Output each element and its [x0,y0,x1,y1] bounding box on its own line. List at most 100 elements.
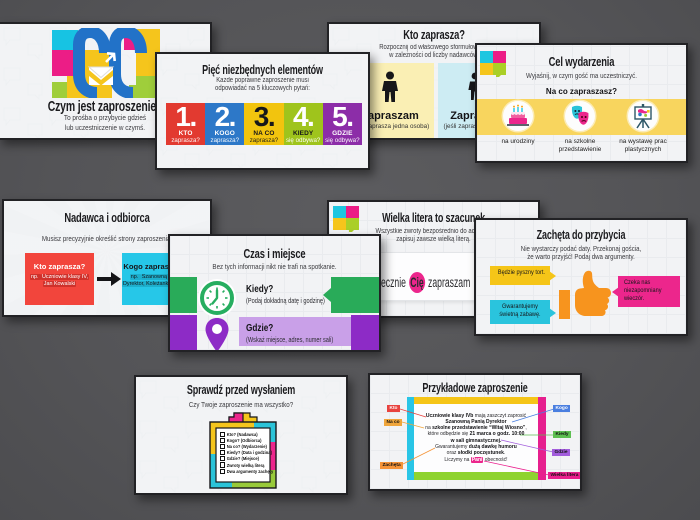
slide4-title: Cel wydarzenia [548,53,615,69]
element-kto: 1. KTO zaprasza? [166,102,206,145]
receiver-head: Kogo zapraszasz? [123,262,190,271]
argument-bubble-wieczor: Czeka nas niezapomniany wieczór. [612,276,680,307]
argument-bubble-zabawa: Gwarantujemy świetną zabawę. [490,300,556,324]
speech-bubbles-logo [333,206,359,232]
slide-czym-jest-zaproszenie[interactable]: Czym jest zaproszenie? To prośba o przyb… [0,22,212,140]
speech-bubbles-logo [480,51,506,77]
tag-kogo: Kogo [553,405,571,412]
slide-zacheta[interactable]: Zachęta do przybycia Nie wystarczy podać… [474,218,688,336]
slide4-subtitle: Wyjaśnij, w czym gość ma uczestniczyć. [526,70,637,80]
kiedy-head: Kiedy? [246,283,274,295]
slide-czas-miejsce[interactable]: Czas i miejsce Bez tych informacji nikt … [168,234,381,352]
receiver-example: np. Szanowną Panią Dyrektor, Koleżanki i… [122,274,194,287]
checklist-item: Kto? (Nadawca) [220,431,268,437]
cie-highlight: Cię [408,272,425,293]
option-label: na urodziny [501,138,535,145]
slide9-subtitle: Czy Twoje zaproszenie ma wszystko? [188,400,294,409]
option-label: na szkolne przedstawienie [558,138,602,153]
invitation-text: Uczniowie klasy IVb mają zaszczyt zapros… [425,412,527,463]
birthday-cake-icon [503,101,533,131]
checklist-item: Zwroty wielką literą [220,462,268,468]
gdzie-row-text: Gdzie? (Wskaż miejsce, adres, numer sali… [246,322,358,344]
option-wystawa: na wystawę prac plastycznych [611,101,675,153]
five-elements-row: 1. KTO zaprasza? 2. KOGO zaprasza? 3. NA… [166,102,362,145]
invitation-checklist: Kto? (Nadawca) Kogo? (Odbiorca) Na co? (… [220,431,273,474]
zapraszam-note: (jeśli zaprasza jedna osoba) [350,123,430,130]
sender-box: Kto zaprasza? np. Uczniowie klasy IV, Ja… [25,253,94,305]
card-border-bottom [414,472,538,480]
checklist-item: Na co? (Wydarzenie) [220,443,268,450]
thumbs-up-icon [556,269,612,321]
single-person-icon [382,71,398,102]
envelope-icon [87,52,116,86]
argument-bubble-tort: Będzie pyszny tort. [490,266,556,285]
kiedy-note: (Podaj dokładną datę i godzinę) [246,296,325,305]
card-border-top [414,397,538,404]
slide-cel-wydarzenia[interactable]: Cel wydarzenia Wyjaśnij, w czym gość ma … [475,43,688,163]
lavender-band [239,317,351,346]
slide2-title: Pięć niezbędnych elementów [202,63,323,77]
slide4-question: Na co zapraszasz? [545,87,618,96]
slide-przyklad[interactable]: Przykładowe zaproszenie Uczniowie klasy … [368,373,582,491]
example-sentence: Serdecznie Cię zapraszam [350,272,484,293]
checkbox-icon [220,443,226,450]
checkbox-icon [220,431,226,437]
checkbox-icon [220,456,226,462]
tag-gdzie: Gdzie [552,449,571,456]
option-urodziny: na urodziny [486,101,550,146]
purple-band-left [170,315,197,350]
sender-head: Kto zaprasza? [33,262,86,271]
element-naco: 3. NA CO zaprasza? [244,102,284,145]
location-pin-icon [201,316,233,350]
quotes-envelope-art [52,28,160,98]
element-kiedy: 4. KIEDY się odbywa? [283,102,323,145]
element-gdzie: 5. GDZIE się odbywa? [322,102,362,145]
tag-kiedy: Kiedy [553,431,572,438]
easel-painting-icon [628,101,658,131]
pani-highlight: Pani [470,456,484,463]
slide6-title: Czas i miejsce [243,245,306,261]
slide-sprawdz[interactable]: Sprawdź przed wysłaniem Czy Twoje zapros… [134,375,348,495]
checkbox-icon [220,450,226,456]
purple-band-right [351,315,379,350]
checklist-item: Kogo? (Odbiorca) [220,437,268,443]
slide-piec-elementow[interactable]: Pięć niezbędnych elementów Każde poprawn… [155,52,370,170]
checklist-item: Gdzie? (Miejsce) [220,456,268,462]
checklist-item: Kiedy? (Data i godzina) [220,450,272,456]
tag-zacheta: Zachęta [380,462,404,469]
quote-marks-shape [73,28,147,98]
slide2-subtitle: Każde poprawne zaproszenie musi odpowiad… [215,76,310,93]
checkbox-icon [220,468,226,474]
kiedy-row-text: Kiedy? (Podaj dokładną datę i godzinę) [246,283,347,305]
sender-example: np. Uczniowie klasy IV, Jan Kowalski [30,274,89,287]
slide10-title: Przykładowe zaproszenie [422,380,528,395]
tag-naco: Na co [384,419,403,426]
card-border-right [538,397,546,480]
green-band-left [170,277,197,313]
slide3-title: Kto zaprasza? [403,27,465,42]
slide8-title: Zachęta do przybycia [536,228,626,242]
slide8-subtitle: Nie wystarczy podać daty. Przekonaj gośc… [520,243,642,262]
gdzie-head: Gdzie? [246,322,274,334]
slide9-title: Sprawdź przed wysłaniem [186,383,296,397]
checkbox-icon [220,437,226,443]
arrow-right-icon [97,272,121,286]
slide3-subtitle: Rozpocznij od właściwego sformułowania w… [379,43,489,60]
zapraszam-word: Zapraszam [361,110,419,122]
slide6-subtitle: Bez tych informacji nikt nie trafi na sp… [212,261,337,271]
element-kogo: 2. KOGO zaprasza? [205,102,245,145]
green-band-right [331,277,379,313]
option-przedstawienie: na szkolne przedstawienie [548,101,612,153]
checkbox-icon [220,462,226,468]
option-label: na wystawę prac plastycznych [619,138,667,153]
green-band-tail [323,288,331,302]
gdzie-note: (Wskaż miejsce, adres, numer sali) [246,335,334,344]
slide5-title: Nadawca i odbiorca [64,210,150,225]
tag-kto: Kto [387,405,400,412]
slide7-title: Wielka litera to szacunek [382,210,485,225]
checklist-item: Dwa argumenty zachęty [220,468,273,474]
slide1-title: Czym jest zaproszenie? [47,98,163,115]
slide7-subtitle: Wszystkie zwroty bezpośrednio do adresat… [375,227,492,244]
clock-icon [197,278,237,318]
